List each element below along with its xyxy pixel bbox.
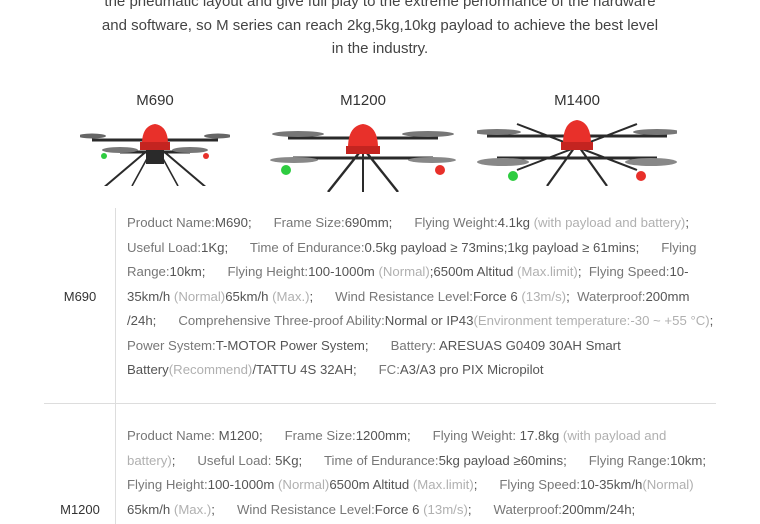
spec-note: (Normal) xyxy=(278,477,330,492)
spec-key: Flying Height: xyxy=(227,264,309,279)
spec-note: (Max.limit) xyxy=(517,264,578,279)
spec-note: (Max.) xyxy=(272,288,310,304)
spec-value: 17.8kg xyxy=(519,428,563,443)
spec-key: Flying Speed: xyxy=(588,264,670,279)
spec-key: Useful Load: xyxy=(127,239,202,255)
spec-value: Normal or IP43 xyxy=(384,313,474,328)
column-divider xyxy=(115,404,116,524)
spec-value: ; xyxy=(473,477,500,492)
spec-value: Force 6 xyxy=(374,501,424,517)
spec-key: Frame Size: xyxy=(284,428,356,443)
spec-value: ;6500m Altitud xyxy=(429,264,518,279)
spec-value: ; xyxy=(577,264,589,279)
model-name: M690 xyxy=(136,92,174,109)
spec-note: (with payload and battery) xyxy=(127,428,670,468)
spec-key: FC: xyxy=(378,362,400,377)
spec-note: (Normal) xyxy=(173,288,226,304)
spec-value: M690; xyxy=(214,215,274,230)
intro-paragraph: the pneumatic layout and give full play … xyxy=(0,0,760,61)
spec-value: /TATTU 4S 32AH; xyxy=(252,362,379,377)
spec-note: (13m/s) xyxy=(423,501,468,517)
spec-value: 6500m Altitud xyxy=(329,477,413,492)
spec-value: 0.5kg payload ≥ 73mins;1kg payload ≥ 61m… xyxy=(364,239,662,255)
spec-key: Waterproof: xyxy=(493,501,562,517)
spec-value: T-MOTOR Power System; xyxy=(215,337,391,353)
spec-key: Product Name: xyxy=(127,428,219,443)
spec-note: (Environment temperature:-30 ~ +55 °C) xyxy=(473,313,710,328)
spec-value: 690mm; xyxy=(344,215,415,230)
spec-key: Power System: xyxy=(127,337,216,353)
intro-line-2: and software, so M series can reach 2kg,… xyxy=(101,16,659,34)
spec-key: Battery: xyxy=(390,337,439,353)
intro-line-3: in the industry. xyxy=(331,40,429,57)
spec-value: 10km; xyxy=(670,452,710,468)
spec-value: A3/A3 pro PIX Micropilot xyxy=(399,362,544,377)
spec-row-label: M1200 xyxy=(60,502,100,517)
spec-value: 65km/h xyxy=(127,477,698,517)
model-gallery: M690 M1200 xyxy=(0,92,760,202)
spec-value: 10-35km/h xyxy=(580,477,643,492)
spec-value: ; xyxy=(467,501,494,517)
spec-value: ARESUAS G0409 30AH Smart Battery xyxy=(127,337,625,378)
spec-row-label: M690 xyxy=(63,289,97,304)
spec-key: Comprehensive Three-proof Ability: xyxy=(178,313,385,328)
model-m690: M690 xyxy=(55,92,255,186)
spec-value: 1200mm; xyxy=(355,428,433,443)
spec-key: Flying Weight: xyxy=(432,428,520,443)
spec-key: Flying Height: xyxy=(127,477,208,492)
spec-key: Time of Endurance: xyxy=(323,452,439,468)
model-m1200: M1200 xyxy=(263,92,463,192)
spec-value: ; xyxy=(685,215,711,230)
spec-key: Time of Endurance: xyxy=(249,239,365,255)
model-m1400: M1400 xyxy=(477,92,677,186)
drone-m1200-image xyxy=(270,124,456,192)
spec-value: ; xyxy=(566,288,578,304)
column-divider xyxy=(115,208,116,403)
spec-value: 100-1000m xyxy=(308,264,379,279)
spec-value: 4.1kg xyxy=(497,215,534,230)
spec-value: ; xyxy=(309,288,336,304)
spec-row-text: Product Name:M690; Frame Size:690mm; Fly… xyxy=(127,211,715,383)
spec-value: 65km/h xyxy=(225,288,273,304)
spec-value: 10km; xyxy=(169,264,228,279)
spec-key: Wind Resistance Level: xyxy=(335,288,473,304)
row-divider xyxy=(44,403,716,404)
spec-key: Flying Range: xyxy=(588,452,671,468)
spec-note: (Recommend) xyxy=(168,362,253,377)
model-name: M1400 xyxy=(554,92,600,109)
spec-key: Product Name: xyxy=(127,215,215,230)
drone-m1400-image xyxy=(477,120,677,186)
spec-key: Waterproof: xyxy=(577,288,646,304)
intro-line-1: the pneumatic layout and give full play … xyxy=(104,0,656,10)
spec-value: ; xyxy=(709,313,721,328)
spec-note: (Normal) xyxy=(378,264,430,279)
spec-value: 200mm/24h; xyxy=(561,501,636,517)
spec-value: M1200; xyxy=(218,428,285,443)
spec-key: Flying Weight: xyxy=(414,215,498,230)
spec-value: ; xyxy=(211,501,237,517)
spec-value: Force 6 xyxy=(472,288,522,304)
spec-note: (Normal) xyxy=(642,477,694,492)
spec-note: (Max.) xyxy=(173,501,212,517)
spec-value: 5kg payload ≥60mins; xyxy=(438,452,589,468)
model-name: M1200 xyxy=(340,92,386,109)
spec-value: 200mm /24h; xyxy=(127,288,694,329)
spec-key: Frame Size: xyxy=(273,215,345,230)
spec-note: (with payload and battery) xyxy=(533,215,686,230)
spec-key: Useful Load: xyxy=(197,452,276,468)
spec-key: Wind Resistance Level: xyxy=(236,501,375,517)
spec-note: (Max.limit) xyxy=(412,477,474,492)
spec-value: 5Kg; xyxy=(275,452,324,468)
drone-m690-image xyxy=(80,124,230,186)
spec-row-text: Product Name: M1200; Frame Size:1200mm; … xyxy=(127,424,715,522)
spec-key: Flying Range: xyxy=(127,239,701,280)
spec-key: Flying Speed: xyxy=(499,477,581,492)
spec-value: 1Kg; xyxy=(201,239,250,255)
spec-note: (13m/s) xyxy=(521,288,567,304)
spec-value: 100-1000m xyxy=(207,477,279,492)
spec-value: 10-35km/h xyxy=(127,264,689,304)
spec-value: ; xyxy=(171,452,198,468)
